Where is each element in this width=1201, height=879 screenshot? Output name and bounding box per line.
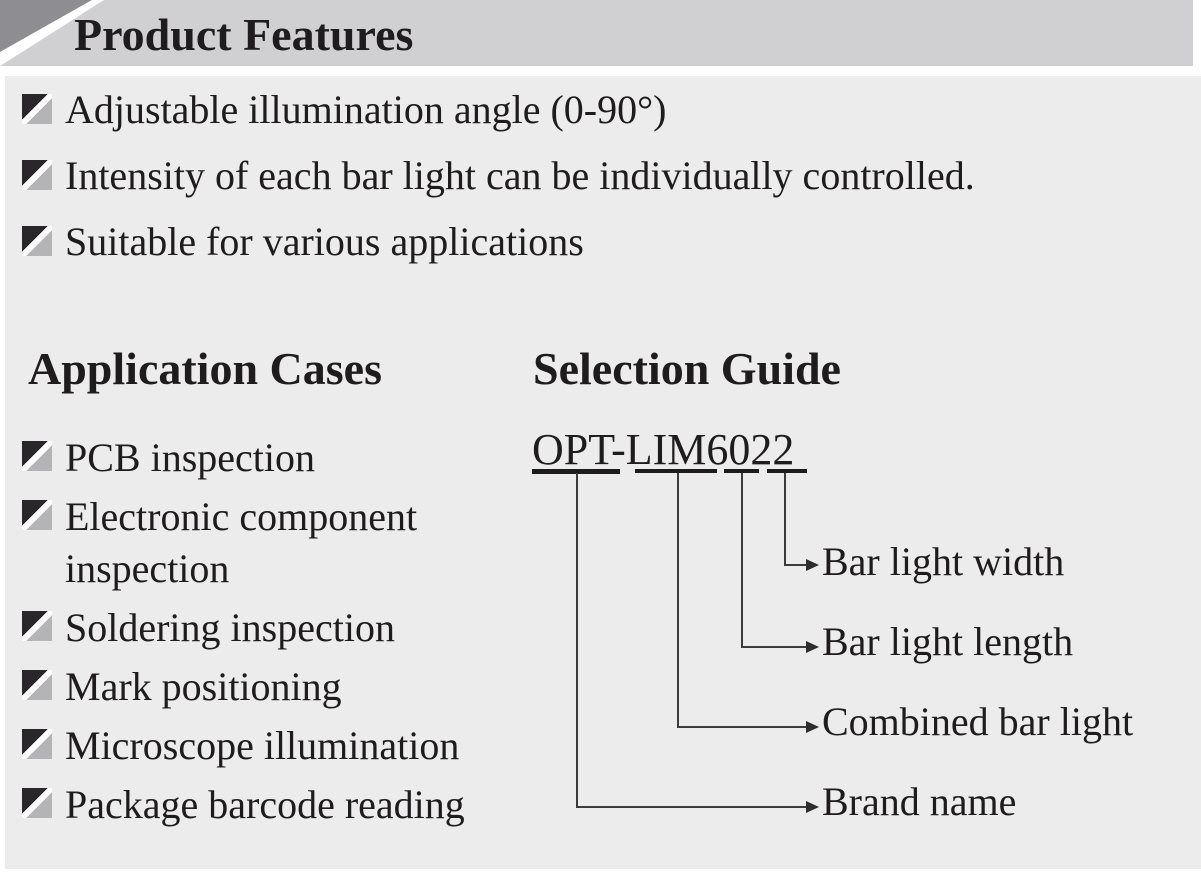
case-text: PCB inspection [65, 435, 316, 480]
arrow-right-icon [806, 641, 819, 653]
diagonal-square-bullet-icon [22, 611, 52, 641]
page-title: Product Features [74, 9, 414, 60]
feature-item: Adjustable illumination angle (0-90°) [22, 85, 975, 135]
arrow-right-icon [806, 801, 819, 813]
callout-line-length [741, 646, 806, 648]
model-code: OPT-LIM6022 [532, 425, 795, 474]
diagonal-square-bullet-icon [22, 160, 52, 190]
model-underline-series [635, 469, 717, 473]
header-band: Product Features [0, 0, 1193, 66]
case-text: Microscope illumination [65, 723, 460, 768]
corner-decoration-icon [0, 0, 104, 66]
case-text: Electronic component inspection [65, 494, 418, 591]
diagonal-square-bullet-icon [22, 670, 52, 700]
callout-line-brand [576, 806, 806, 808]
feature-item: Intensity of each bar light can be indiv… [22, 151, 975, 201]
selection-guide-title: Selection Guide [533, 343, 841, 394]
diagonal-square-bullet-icon [22, 94, 52, 124]
feature-text: Suitable for various applications [65, 219, 584, 264]
callout-line-width [784, 564, 806, 566]
arrow-right-icon [806, 559, 819, 571]
case-item: Microscope illumination [22, 720, 502, 772]
callout-line-combined [677, 726, 806, 728]
model-underline-length [724, 469, 759, 473]
feature-item: Suitable for various applications [22, 217, 975, 267]
callout-line-length [741, 473, 743, 648]
feature-text: Adjustable illumination angle (0-90°) [65, 87, 667, 132]
case-text: Soldering inspection [65, 605, 395, 650]
diagonal-square-bullet-icon [22, 441, 52, 471]
feature-text: Intensity of each bar light can be indiv… [65, 153, 975, 198]
diagonal-square-bullet-icon [22, 729, 52, 759]
callout-label-brand: Brand name [822, 779, 1017, 824]
model-underline-brand [532, 469, 620, 474]
features-list: Adjustable illumination angle (0-90°) In… [22, 85, 975, 283]
case-text: Mark positioning [65, 664, 342, 709]
diagonal-square-bullet-icon [22, 226, 52, 256]
case-text: Package barcode reading [65, 782, 465, 827]
diagonal-square-bullet-icon [22, 500, 52, 530]
case-item: Package barcode reading [22, 779, 502, 831]
arrow-right-icon [806, 721, 819, 733]
callout-label-width: Bar light width [822, 539, 1065, 584]
callout-line-combined [677, 473, 679, 728]
diagonal-square-bullet-icon [22, 788, 52, 818]
case-item: Soldering inspection [22, 602, 502, 654]
case-item: PCB inspection [22, 432, 502, 484]
content-panel: Adjustable illumination angle (0-90°) In… [5, 76, 1201, 869]
case-item: Mark positioning [22, 661, 502, 713]
application-cases-list: PCB inspection Electronic component insp… [22, 432, 502, 838]
callout-line-brand [576, 473, 578, 808]
model-underline-width [767, 469, 807, 473]
callout-line-width [784, 473, 786, 566]
callout-label-combined: Combined bar light [822, 699, 1134, 744]
application-cases-title: Application Cases [28, 343, 382, 394]
callout-label-length: Bar light length [822, 619, 1074, 664]
case-item: Electronic component inspection [22, 491, 502, 595]
